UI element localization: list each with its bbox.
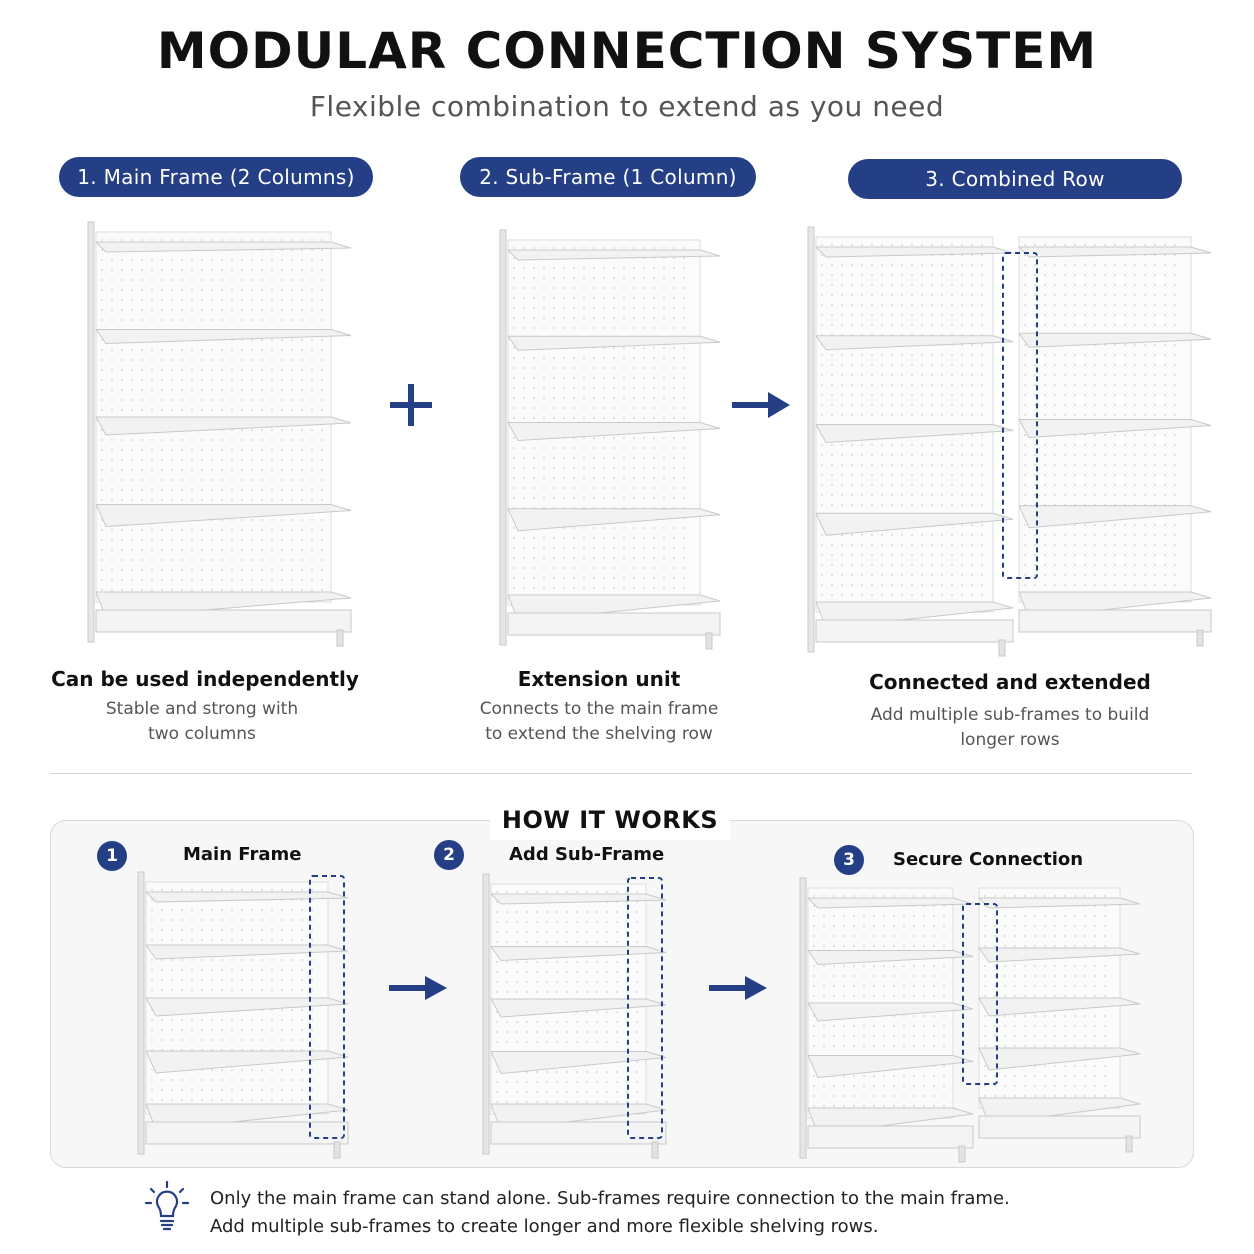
- arrow-right-icon: [389, 976, 447, 1000]
- step3-shelf-image: [799, 877, 1141, 1163]
- arrow-right-icon: [709, 976, 767, 1000]
- step1-shelf-image: [137, 871, 349, 1159]
- tip-line-2: Add multiple sub-frames to create longer…: [210, 1216, 879, 1237]
- step-number-3: 3: [834, 845, 864, 875]
- step-pill-main-frame: 1. Main Frame (2 Columns): [59, 157, 373, 197]
- tip-text: Only the main frame can stand alone. Sub…: [210, 1185, 1010, 1241]
- plus-icon: [390, 384, 432, 426]
- caption-line: two columns: [148, 724, 256, 744]
- page-subtitle: Flexible combination to extend as you ne…: [309, 90, 945, 123]
- page-title: MODULAR CONNECTION SYSTEM: [156, 22, 1098, 80]
- lightbulb-icon: [144, 1180, 190, 1231]
- caption-title-sub-frame: Extension unit: [517, 667, 681, 691]
- step-pill-combined-row: 3. Combined Row: [848, 159, 1182, 199]
- sub-frame-shelf-image: [499, 229, 721, 650]
- caption-line: longer rows: [960, 730, 1060, 750]
- caption-sub-main-frame: Stable and strong with two columns: [40, 697, 364, 747]
- step-label-add-sub-frame: Add Sub-Frame: [509, 844, 665, 865]
- step2-shelf-image: [482, 873, 667, 1159]
- caption-title-main-frame: Can be used independently: [51, 667, 359, 691]
- step-number-2: 2: [434, 840, 464, 870]
- step-label-secure-connection: Secure Connection: [893, 849, 1084, 870]
- how-it-works-title: HOW IT WORKS: [490, 800, 730, 840]
- caption-line: Add multiple sub-frames to build: [870, 705, 1150, 725]
- caption-title-combined-row: Connected and extended: [869, 670, 1151, 694]
- caption-line: Connects to the main frame: [479, 699, 719, 719]
- section-divider: [50, 773, 1192, 774]
- arrow-right-icon: [732, 392, 790, 418]
- main-frame-shelf-image: [87, 221, 352, 647]
- caption-sub-combined-row: Add multiple sub-frames to build longer …: [830, 703, 1190, 753]
- tip-line-1: Only the main frame can stand alone. Sub…: [210, 1188, 1010, 1209]
- step-label-main-frame: Main Frame: [183, 844, 302, 865]
- caption-line: Stable and strong with: [105, 699, 299, 719]
- step-pill-sub-frame: 2. Sub-Frame (1 Column): [460, 157, 756, 197]
- caption-sub-sub-frame: Connects to the main frame to extend the…: [434, 697, 764, 747]
- caption-line: to extend the shelving row: [485, 724, 713, 744]
- step-number-1: 1: [97, 841, 127, 871]
- combined-row-shelf-image: [807, 226, 1212, 657]
